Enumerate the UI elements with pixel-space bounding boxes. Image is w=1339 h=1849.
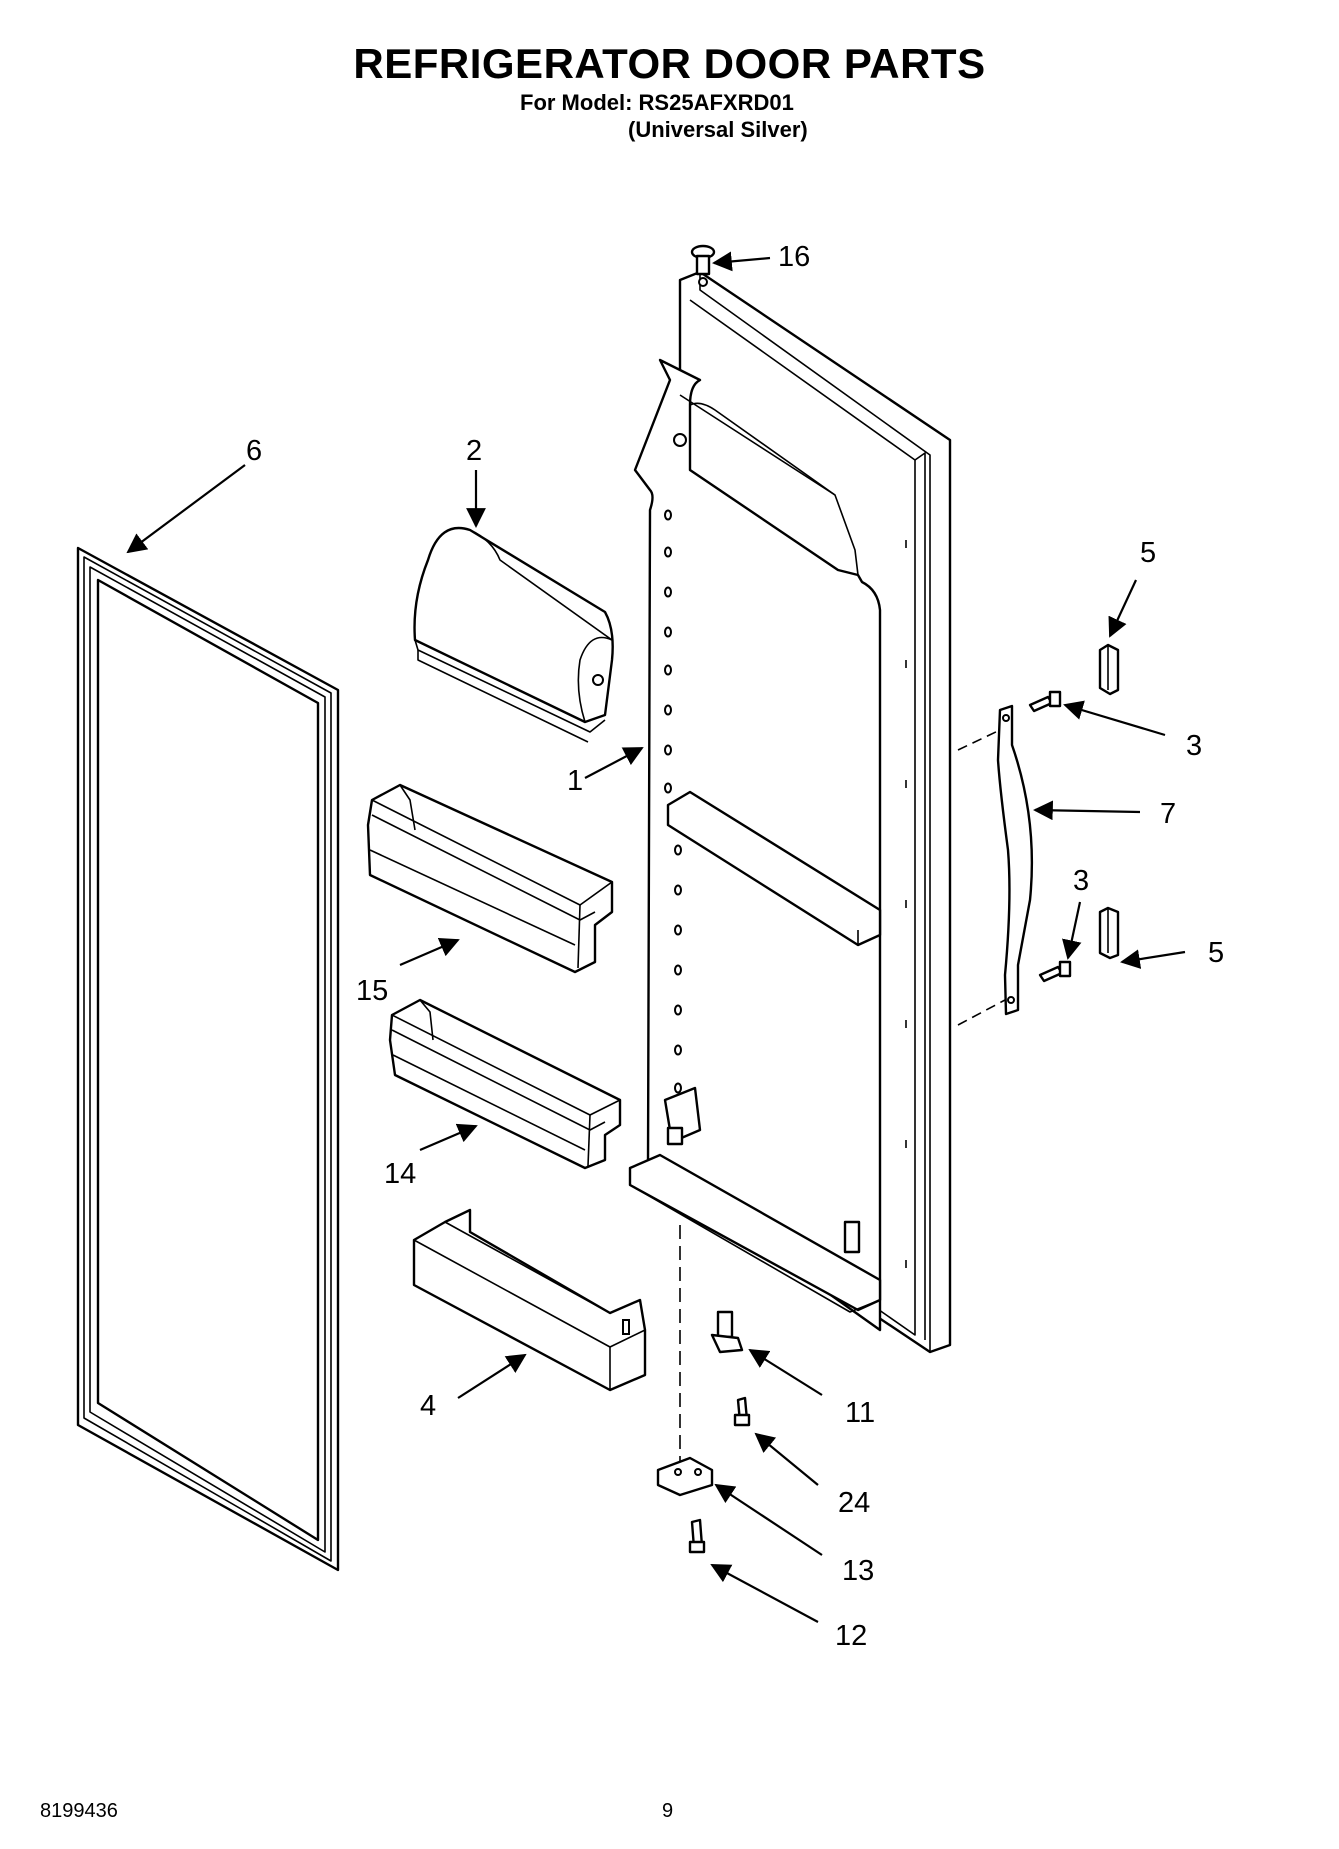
hinge-bracket-part-13 xyxy=(656,1456,714,1497)
callout-14: 14 xyxy=(384,1158,416,1190)
handle-end-cap-part-5-lower xyxy=(1098,906,1120,960)
callout-24: 24 xyxy=(838,1487,870,1519)
callout-arrows xyxy=(126,251,1186,1623)
variant-line: (Universal Silver) xyxy=(628,117,808,142)
screw-part-12 xyxy=(688,1518,706,1554)
callout-11: 11 xyxy=(845,1397,875,1429)
callout-6: 6 xyxy=(246,435,262,467)
page-title: REFRIGERATOR DOOR PARTS xyxy=(353,40,986,87)
screw-part-24 xyxy=(733,1396,751,1427)
hinge-pin-part-11 xyxy=(710,1310,744,1354)
callout-12: 12 xyxy=(835,1620,867,1652)
model-line: For Model: RS25AFXRD01 xyxy=(520,90,794,115)
door-assembly-part-1 xyxy=(628,270,952,1354)
door-plug-part-16 xyxy=(690,244,716,276)
callout-1: 1 xyxy=(567,765,583,797)
callout-4: 4 xyxy=(420,1390,436,1422)
callout-2: 2 xyxy=(466,435,482,467)
callout-3-lower: 3 xyxy=(1073,865,1089,897)
callout-16: 16 xyxy=(778,241,810,273)
dairy-compartment-part-2 xyxy=(413,526,614,743)
callout-3-upper: 3 xyxy=(1186,730,1202,762)
callout-5-upper: 5 xyxy=(1140,537,1156,569)
callout-15: 15 xyxy=(356,975,388,1007)
door-bin-part-14 xyxy=(388,998,622,1170)
callout-7: 7 xyxy=(1160,798,1176,830)
screw-part-3-upper xyxy=(1028,690,1062,713)
callout-13: 13 xyxy=(842,1555,874,1587)
screw-part-3-lower xyxy=(1038,960,1072,983)
door-bin-part-15 xyxy=(366,783,614,974)
handle-end-cap-part-5-upper xyxy=(1098,643,1120,696)
page-number: 9 xyxy=(662,1800,674,1822)
door-gasket-part-6 xyxy=(76,546,340,1572)
document-number: 8199436 xyxy=(40,1800,118,1822)
callout-5-lower: 5 xyxy=(1208,937,1224,969)
door-handle-part-7 xyxy=(957,704,1034,1026)
door-bin-part-4 xyxy=(412,1208,647,1392)
liner-shelf-holes xyxy=(664,509,682,1094)
